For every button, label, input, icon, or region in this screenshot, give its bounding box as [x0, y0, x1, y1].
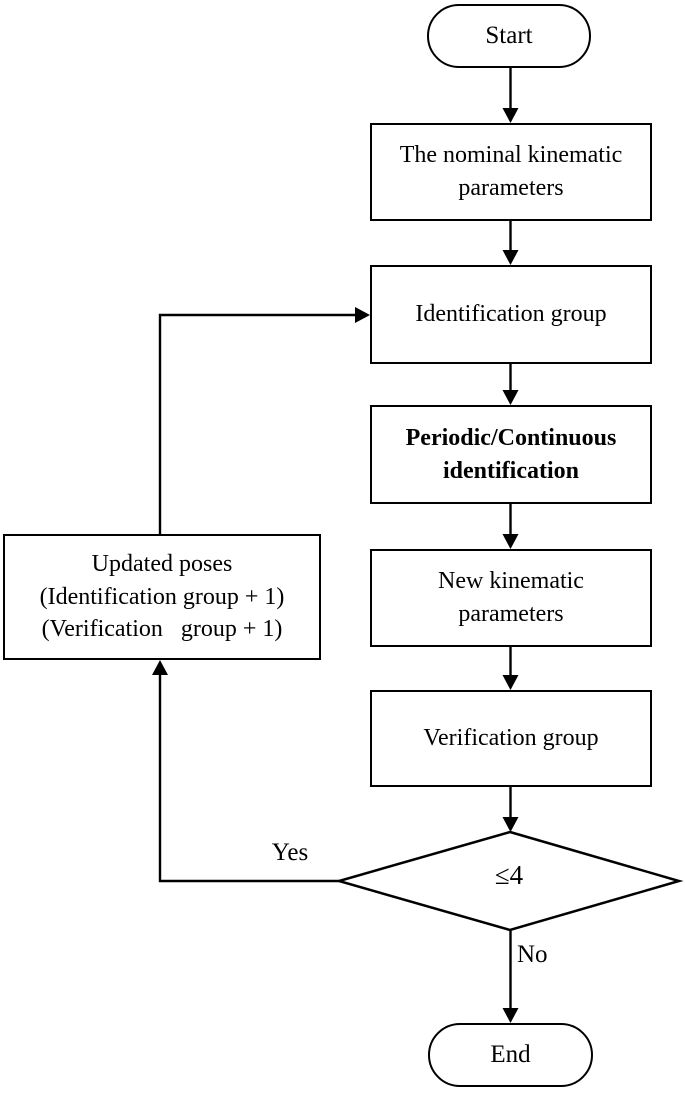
edge-label-yes: Yes [271, 839, 309, 866]
process-updated-poses: Updated poses (Identification group + 1)… [3, 534, 321, 660]
process-nominal-kinematic-parameters: The nominal kinematic parameters [370, 123, 652, 221]
process-periodic-continuous-identification: Periodic/Continuous identification [370, 405, 652, 504]
arrowhead-into-updatedposes [152, 660, 168, 675]
arrowhead-into-end [502, 1008, 519, 1023]
arrowhead-into-newparams [502, 534, 519, 549]
edge-updatedposes-to-identification [158, 313, 356, 534]
process-identification-group: Identification group [370, 265, 652, 364]
arrowhead-into-verification [502, 675, 519, 690]
edge-decision-to-updatedposes-yes [158, 673, 339, 883]
arrowhead-into-identification-left [355, 307, 370, 323]
arrowhead-into-periodic [502, 390, 519, 405]
arrowhead-into-nominal [502, 108, 519, 123]
process-new-kinematic-parameters: New kinematic parameters [370, 549, 652, 647]
start-node: Start [427, 4, 591, 68]
edge-label-no: No [517, 941, 548, 968]
decision-condition-label: ≤4 [494, 860, 524, 890]
arrowhead-into-decision [502, 817, 519, 832]
process-verification-group: Verification group [370, 690, 652, 787]
end-node: End [428, 1023, 593, 1087]
arrowhead-into-identification [502, 250, 519, 265]
